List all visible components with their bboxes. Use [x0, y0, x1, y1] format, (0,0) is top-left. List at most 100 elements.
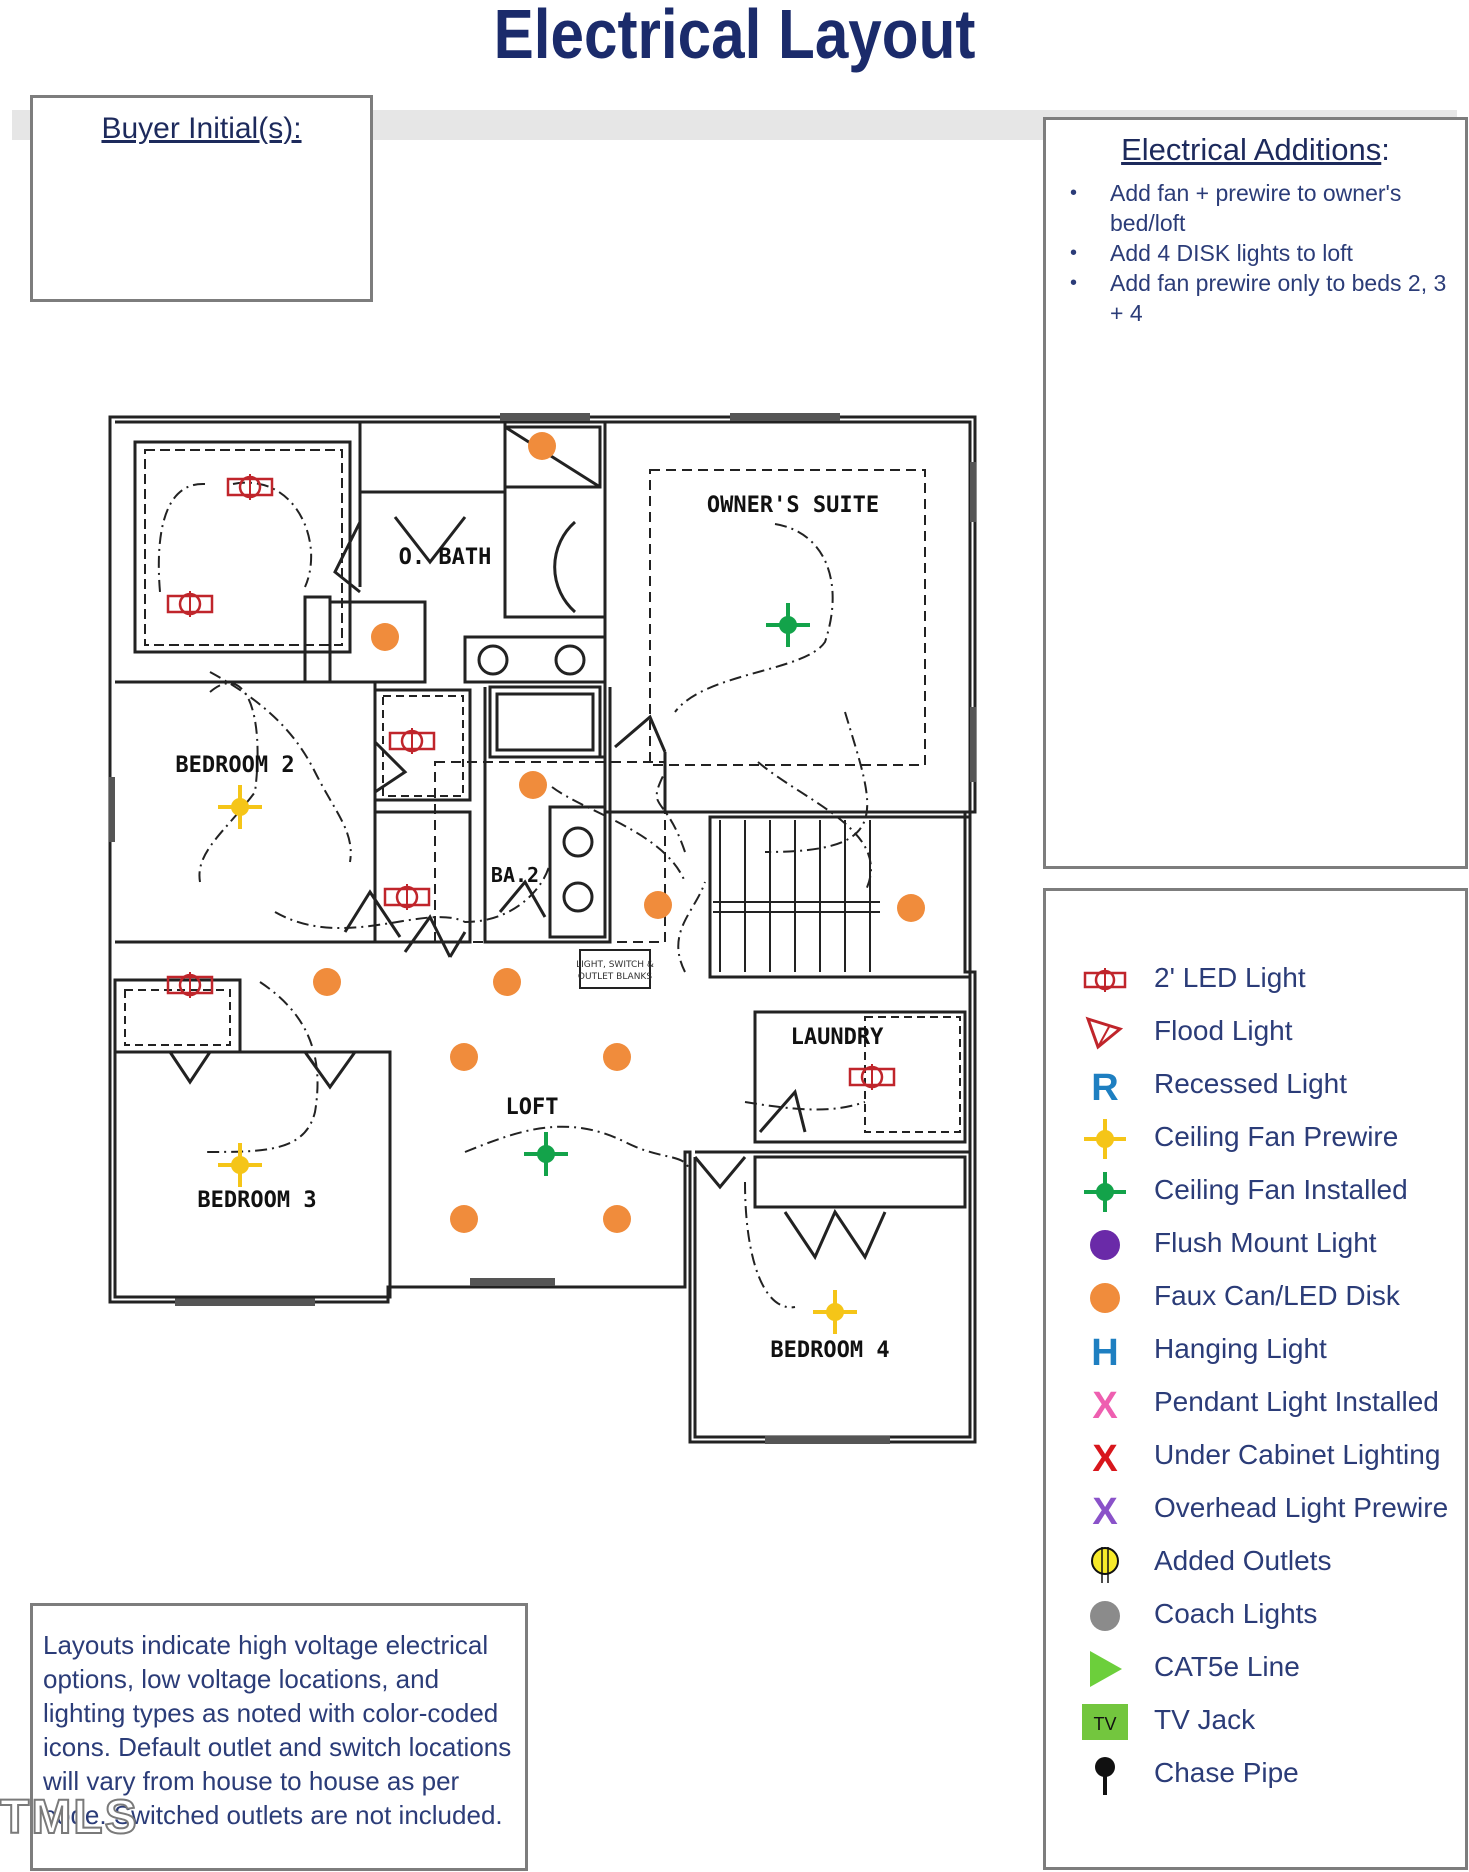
addition-item: Add 4 DISK lights to loft — [1070, 238, 1447, 268]
ceiling-fan-prewire-icon — [216, 783, 264, 831]
legend-item-flush-mount-light: Flush Mount Light — [1046, 1219, 1466, 1269]
legend-label: Ceiling Fan Installed — [1154, 1174, 1408, 1205]
legend-item-added-outlets: Added Outlets — [1046, 1537, 1466, 1587]
ceiling-fan-prewire-icon — [216, 1141, 264, 1189]
svg-text:OUTLET BLANKS: OUTLET BLANKS — [578, 972, 652, 982]
legend-label: Coach Lights — [1154, 1598, 1318, 1629]
faux-can-led-disk-icon — [644, 891, 672, 919]
legend-item-pendant-light: X Pendant Light Installed — [1046, 1378, 1466, 1428]
room-label-ba-2: BA.2 — [491, 863, 539, 887]
flood-light-icon — [1085, 1016, 1124, 1050]
legend-item-under-cabinet: X Under Cabinet Lighting — [1046, 1431, 1466, 1481]
room-label-bedroom-4: BEDROOM 4 — [770, 1338, 889, 1363]
wiring-runs — [157, 481, 872, 1309]
faux-can-led-disk-icon — [450, 1043, 478, 1071]
electrical-additions-heading-text: Electrical Additions — [1121, 132, 1382, 167]
electrical-additions-heading-suffix: : — [1381, 132, 1390, 167]
cat5e-icon — [1090, 1651, 1122, 1687]
plan-walls: LIGHT, SWITCH & OUTLET BLANKS — [108, 413, 977, 1444]
chase-pipe-icon — [1095, 1757, 1115, 1795]
led-2ft-icon — [226, 472, 274, 502]
faux-can-led-disk-icon — [313, 968, 341, 996]
svg-text:X: X — [1092, 1491, 1118, 1530]
plan-fixtures — [166, 432, 925, 1336]
faux-can-led-disk-icon — [1090, 1283, 1120, 1313]
electrical-additions-list: Add fan + prewire to owner's bed/loft Ad… — [1046, 178, 1465, 328]
ceiling-fan-installed-icon — [522, 1130, 570, 1178]
layout-note-text: Layouts indicate high voltage electrical… — [43, 1630, 512, 1830]
legend-item-cat5e: CAT5e Line — [1046, 1643, 1466, 1693]
faux-can-led-disk-icon — [493, 968, 521, 996]
ceiling-fan-prewire-icon — [811, 1288, 859, 1336]
legend-label: Flood Light — [1154, 1015, 1293, 1046]
led-2ft-icon — [383, 882, 431, 912]
legend-label: Added Outlets — [1154, 1545, 1332, 1576]
addition-item: Add fan + prewire to owner's bed/loft — [1070, 178, 1447, 238]
faux-can-led-disk-icon — [371, 623, 399, 651]
legend-label: Pendant Light Installed — [1154, 1386, 1439, 1417]
ceiling-fan-installed-icon — [764, 601, 812, 649]
legend-label: Chase Pipe — [1154, 1757, 1299, 1788]
room-label-o-bath: O. BATH — [399, 545, 492, 570]
legend-item-flood-light: Flood Light — [1046, 1007, 1466, 1057]
addition-item: Add fan prewire only to beds 2, 3 + 4 — [1070, 268, 1447, 328]
electrical-additions-panel: Electrical Additions: Add fan + prewire … — [1043, 117, 1468, 869]
room-label-loft: LOFT — [506, 1095, 559, 1120]
legend-item-overhead-prewire: X Overhead Light Prewire — [1046, 1484, 1466, 1534]
faux-can-led-disk-icon — [897, 894, 925, 922]
legend-label: TV Jack — [1154, 1704, 1256, 1735]
buyer-initials-heading: Buyer Initial(s): — [101, 112, 302, 145]
tv-jack-icon: TV — [1082, 1704, 1128, 1740]
legend-label: Ceiling Fan Prewire — [1154, 1121, 1399, 1152]
legend-label: Flush Mount Light — [1154, 1227, 1377, 1258]
legend-item-led-2ft: 2' LED Light — [1046, 954, 1466, 1004]
legend-item-ceiling-fan-prewire: Ceiling Fan Prewire — [1046, 1113, 1466, 1163]
svg-text:R: R — [1091, 1067, 1118, 1106]
electrical-additions-heading: Electrical Additions: — [1046, 132, 1465, 168]
tv-jack-glyph: TV — [1093, 1714, 1116, 1734]
legend-item-chase-pipe: Chase Pipe — [1046, 1749, 1466, 1799]
led-2ft-icon — [166, 589, 214, 619]
legend-label: 2' LED Light — [1154, 962, 1306, 993]
coach-light-icon — [1090, 1601, 1120, 1631]
floor-plan: LIGHT, SWITCH & OUTLET BLANKS — [108, 413, 977, 1444]
svg-text:X: X — [1092, 1385, 1118, 1424]
room-label-owners-suite: OWNER'S SUITE — [707, 493, 879, 518]
legend-label: Hanging Light — [1154, 1333, 1327, 1364]
faux-can-led-disk-icon — [603, 1043, 631, 1071]
legend-label: Faux Can/LED Disk — [1154, 1280, 1400, 1311]
legend-label: Overhead Light Prewire — [1154, 1492, 1449, 1523]
faux-can-led-disk-icon — [519, 771, 547, 799]
svg-text:X: X — [1092, 1438, 1118, 1477]
room-label-bedroom-3: BEDROOM 3 — [197, 1188, 316, 1213]
legend-item-faux-can: Faux Can/LED Disk — [1046, 1272, 1466, 1322]
led-2ft-icon — [166, 970, 214, 1000]
page-title: Electrical Layout — [493, 0, 976, 73]
room-labels: OWNER'S SUITE O. BATH BEDROOM 2 BA.2 BED… — [175, 493, 889, 1363]
legend-item-recessed-light: R Recessed Light — [1046, 1060, 1466, 1110]
room-label-bedroom-2: BEDROOM 2 — [175, 753, 294, 778]
tmls-watermark: TMLS — [0, 1790, 139, 1845]
hanging-light-icon: H — [1091, 1332, 1118, 1371]
pendant-light-icon: X — [1092, 1385, 1118, 1424]
faux-can-led-disk-icon — [450, 1205, 478, 1233]
flush-mount-light-icon — [1090, 1230, 1120, 1260]
legend-label: Under Cabinet Lighting — [1154, 1439, 1441, 1470]
buyer-initials-box[interactable]: Buyer Initial(s): — [30, 95, 373, 302]
legend-item-coach-lights: Coach Lights — [1046, 1590, 1466, 1640]
ceiling-fan-installed-icon — [1084, 1172, 1126, 1212]
room-label-laundry: LAUNDRY — [791, 1025, 884, 1050]
led-2ft-icon — [388, 726, 436, 756]
faux-can-led-disk-icon — [603, 1205, 631, 1233]
overhead-prewire-icon: X — [1092, 1491, 1118, 1530]
legend-label: CAT5e Line — [1154, 1651, 1300, 1682]
added-outlet-icon — [1091, 1547, 1119, 1583]
recessed-light-icon: R — [1091, 1067, 1118, 1106]
layout-note-box: Layouts indicate high voltage electrical… — [30, 1603, 528, 1871]
led-2ft-icon — [848, 1062, 896, 1092]
led-2ft-icon — [1083, 968, 1127, 992]
legend-item-ceiling-fan-installed: Ceiling Fan Installed — [1046, 1166, 1466, 1216]
legend-item-hanging-light: H Hanging Light — [1046, 1325, 1466, 1375]
faux-can-led-disk-icon — [528, 432, 556, 460]
legend-item-tv-jack: TV TV Jack — [1046, 1696, 1466, 1746]
